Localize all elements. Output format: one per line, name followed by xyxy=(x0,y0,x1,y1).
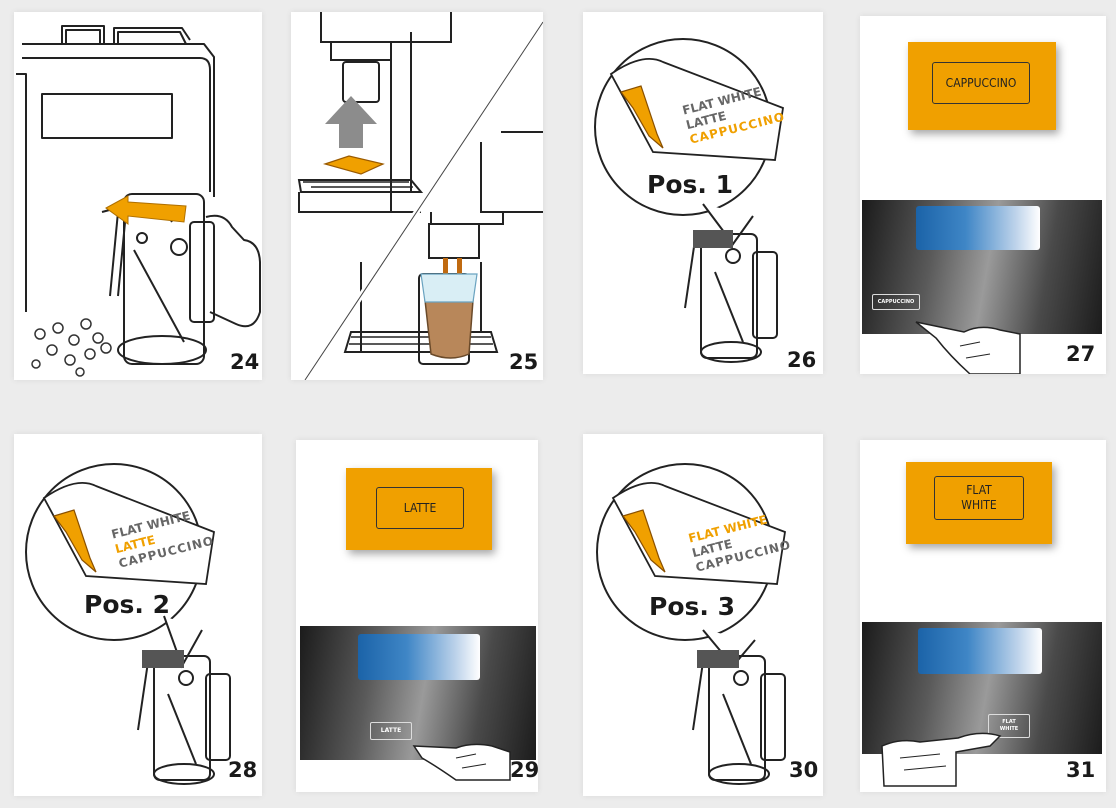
finger-icon xyxy=(915,321,1021,374)
position-label: Pos. 3 xyxy=(649,592,735,621)
drip-tray-and-coffee-outlet-illustration xyxy=(297,12,543,380)
position-label: Pos. 1 xyxy=(647,170,733,199)
display-screen xyxy=(916,206,1040,250)
figure-28: FLAT WHITE LATTE CAPPUCCINO Pos. 2 28 xyxy=(14,434,262,796)
figure-number: 30 xyxy=(789,758,819,782)
control-panel: CAPPUCCINO xyxy=(862,200,1102,334)
cappuccino-button[interactable]: CAPPUCCINO xyxy=(872,294,920,310)
flat-white-button-line2: WHITE xyxy=(999,726,1019,732)
figure-number: 29 xyxy=(510,758,540,782)
figure-number: 24 xyxy=(230,350,260,374)
figure-26: FLAT WHITE LATTE CAPPUCCINO Pos. 1 26 xyxy=(583,12,823,374)
figure-27: CAPPUCCINO CAPPUCCINO 27 xyxy=(860,16,1106,374)
latte-label: LATTE xyxy=(376,487,464,529)
milk-container-setting-illustration xyxy=(25,463,231,785)
figure-31: FLAT WHITE FLAT WHITE 31 xyxy=(860,440,1106,792)
control-panel: LATTE xyxy=(300,626,536,760)
latte-button[interactable]: LATTE xyxy=(370,722,412,740)
control-panel: FLAT WHITE xyxy=(862,622,1102,754)
position-label: Pos. 2 xyxy=(84,590,170,619)
flat-white-label: FLAT WHITE xyxy=(934,476,1024,520)
figure-29: LATTE LATTE 29 xyxy=(296,440,540,792)
flat-white-button-line1: FLAT xyxy=(1002,719,1016,725)
figure-number: 25 xyxy=(509,350,539,374)
flat-white-label-line1: FLAT xyxy=(966,483,992,497)
figure-number: 27 xyxy=(1066,342,1096,366)
finger-icon xyxy=(412,743,511,781)
cappuccino-button-closeup: CAPPUCCINO xyxy=(908,42,1056,130)
flat-white-button[interactable]: FLAT WHITE xyxy=(988,714,1030,738)
cappuccino-label: CAPPUCCINO xyxy=(932,62,1030,104)
figure-number: 28 xyxy=(228,758,258,782)
finger-icon xyxy=(881,732,1002,787)
display-screen xyxy=(358,634,480,680)
figure-30: FLAT WHITE LATTE CAPPUCCINO Pos. 3 30 xyxy=(583,434,823,796)
flat-white-button-closeup: FLAT WHITE xyxy=(906,462,1052,544)
milk-container-setting-illustration xyxy=(594,38,784,363)
flat-white-label-line2: WHITE xyxy=(961,498,997,512)
figure-number: 26 xyxy=(787,348,817,372)
milk-container-setting-illustration xyxy=(596,463,786,785)
latte-button-closeup: LATTE xyxy=(346,468,492,550)
figure-24: 24 xyxy=(14,12,262,380)
display-screen xyxy=(918,628,1042,674)
milk-container-attach-illustration xyxy=(16,25,261,377)
figure-25: 25 xyxy=(291,12,543,380)
figure-number: 31 xyxy=(1066,758,1096,782)
